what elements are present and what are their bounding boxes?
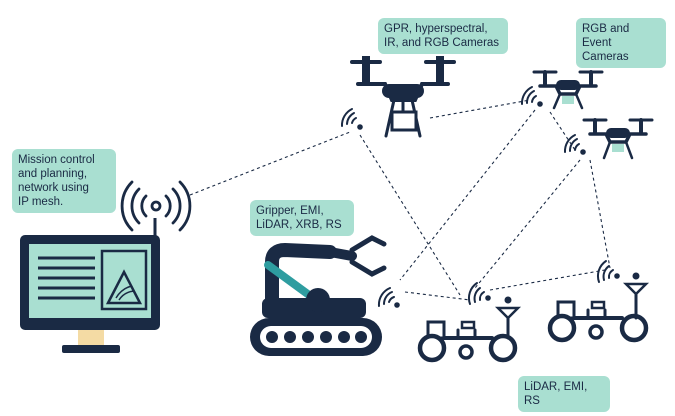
link-drone3-rover2: [589, 159, 611, 269]
label-gripper-sensors: Gripper, EMI, LiDAR, XRB, RS: [250, 200, 354, 236]
wifi-signal-icon-rover1: [467, 282, 491, 305]
wifi-signal-icon-drone1: [341, 108, 363, 130]
computer-monitor-icon: [20, 218, 160, 353]
rover-icon-2: [547, 272, 650, 343]
link-drone1-rover1: [359, 134, 461, 296]
robotic-arm-tank-icon: [250, 235, 387, 356]
link-drone3-rover1: [474, 159, 581, 289]
rover-icon-1: [417, 296, 522, 363]
label-mission-control: Mission control and planning, network us…: [12, 149, 116, 213]
link-rover1-rover2: [489, 269, 606, 291]
link-base-drone: [189, 131, 351, 196]
wifi-signal-icons: [341, 86, 620, 308]
drone-icon-2: [532, 70, 604, 110]
label-lidar-emi-rs: LiDAR, EMI, RS: [518, 376, 610, 412]
link-drone1-drone2: [429, 99, 531, 119]
label-gpr-cameras: GPR, hyperspectral, IR, and RGB Cameras: [378, 18, 508, 54]
drone-icon-1: [350, 56, 456, 138]
wifi-signal-icon-drone2: [521, 86, 543, 107]
antenna-icon: [120, 180, 192, 232]
wifi-signal-icon-arm: [377, 287, 400, 308]
wifi-signal-icon-drone3: [564, 134, 586, 155]
link-drone2-arm: [399, 109, 536, 281]
wifi-signal-icon-rover2: [596, 260, 620, 283]
label-rgb-event-cameras: RGB and Event Cameras: [576, 18, 666, 68]
drone-icon-3: [582, 118, 654, 160]
link-arm-rover1: [404, 291, 471, 301]
